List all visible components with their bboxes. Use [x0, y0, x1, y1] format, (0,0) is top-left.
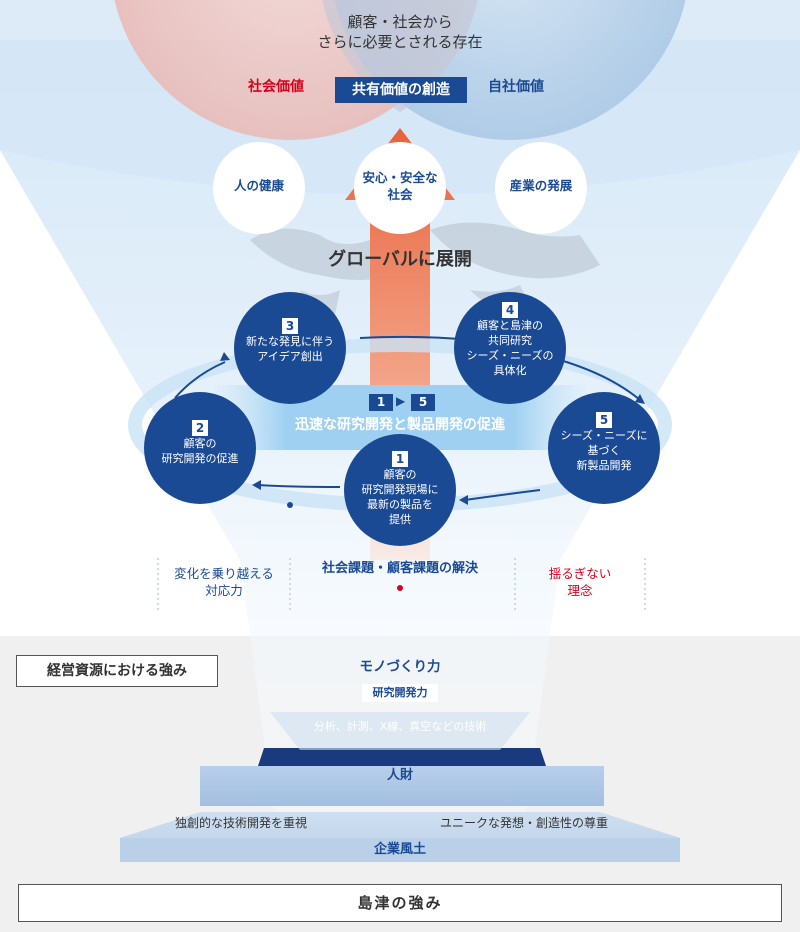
dot-center [397, 585, 403, 591]
tech-label: 分析、計測、X線、真空などの技術 [313, 720, 487, 733]
step-3-number: 3 [282, 318, 298, 334]
global-label: グローバルに展開 [328, 249, 472, 270]
step-5-line1: シーズ・ニーズに [560, 429, 648, 442]
pyramid-people [200, 766, 604, 806]
people-label: 人財 [386, 768, 413, 783]
step-circle-3 [234, 292, 346, 404]
value-industry-label: 産業の発展 [509, 178, 573, 193]
step-2-line1: 顧客の [183, 437, 217, 450]
step-3: 3 新たな発見に伴う アイデア創出 [234, 318, 346, 365]
value-circle-safety [354, 142, 446, 234]
top-title-line1: 顧客・社会から [347, 13, 453, 31]
step-5-line3: 新製品開発 [576, 458, 632, 472]
company-value-label: 自社価値 [488, 79, 544, 95]
step-3-line1: 新たな発見に伴う [246, 335, 334, 348]
culture-label: 企業風土 [373, 842, 426, 857]
band-from-badge: 1 [369, 394, 393, 411]
band-to-badge: 5 [411, 394, 435, 411]
step-circle-2 [144, 392, 256, 504]
rnd-badge: 研究開発力 [362, 684, 438, 702]
resources-heading: 経営資源における強み [16, 655, 218, 687]
band-text: 迅速な研究開発と製品開発の促進 [295, 417, 505, 433]
top-title-line2: さらに必要とされる存在 [317, 33, 483, 52]
step-4-line3: シーズ・ニーズの [466, 348, 554, 362]
culture-left-label: 独創的な技術開発を重視 [175, 816, 308, 830]
step-4-line4: 具体化 [493, 363, 527, 377]
step-2: 2 顧客の 研究開発の促進 [144, 420, 256, 467]
side-left-line1: 変化を乗り越える [174, 566, 274, 581]
culture-right-label: ユニークな発想・創造性の尊重 [440, 816, 609, 830]
step-2-line2: 研究開発の促進 [161, 451, 239, 465]
step-4-line2: 共同研究 [488, 333, 532, 347]
step-1-line3: 最新の製品を [367, 497, 433, 511]
step-circle-1 [344, 434, 456, 546]
side-left-label: 変化を乗り越える 対応力 [158, 566, 290, 600]
value-health-label: 人の健康 [233, 178, 284, 193]
step-1: 1 顧客の 研究開発現場に 最新の製品を 提供 [344, 451, 456, 527]
value-safety-line2: 社会 [387, 186, 413, 202]
side-right-line1: 揺るぎない [548, 566, 612, 581]
step-4-line1: 顧客と島津の [477, 319, 543, 332]
side-center-label: 社会課題・顧客課題の解決 [321, 561, 478, 576]
step-1-line4: 提供 [389, 512, 411, 526]
step-circle-5 [548, 392, 660, 504]
overlap-region [322, 0, 478, 112]
value-safety-line1: 安心・安全な [362, 170, 438, 185]
dot-left [287, 502, 293, 508]
step-1-line1: 顧客の [383, 468, 417, 481]
value-circle-health [213, 142, 305, 234]
step-1-line2: 研究開発現場に [361, 482, 439, 496]
step-2-number: 2 [192, 420, 208, 436]
pyramid-tech-base [258, 748, 546, 766]
step-1-number: 1 [392, 451, 408, 467]
step-5-line2: 基づく [587, 443, 621, 457]
band-arrow-icon: ▶ [396, 394, 406, 408]
shimadzu-strengths-footer: 島津の強み [18, 884, 782, 922]
step-3-line2: アイデア創出 [257, 349, 323, 363]
step-5-number: 5 [596, 412, 612, 428]
side-right-line2: 理念 [567, 582, 593, 598]
step-4: 4 顧客と島津の 共同研究 シーズ・ニーズの 具体化 [454, 302, 566, 378]
step-circle-4 [454, 292, 566, 404]
value-safety-label: 安心・安全な 社会 [354, 170, 446, 204]
top-title: 顧客・社会から さらに必要とされる存在 [0, 12, 800, 53]
monozukuri-label: モノづくり力 [359, 659, 441, 675]
shared-value-badge: 共有価値の創造 [335, 77, 467, 103]
step-4-number: 4 [502, 302, 518, 318]
social-value-label: 社会価値 [248, 79, 304, 95]
value-circle-industry [495, 142, 587, 234]
step-5: 5 シーズ・ニーズに 基づく 新製品開発 [548, 412, 660, 474]
side-left-line2: 対応力 [205, 582, 243, 598]
side-right-label: 揺るぎない 理念 [515, 566, 645, 600]
